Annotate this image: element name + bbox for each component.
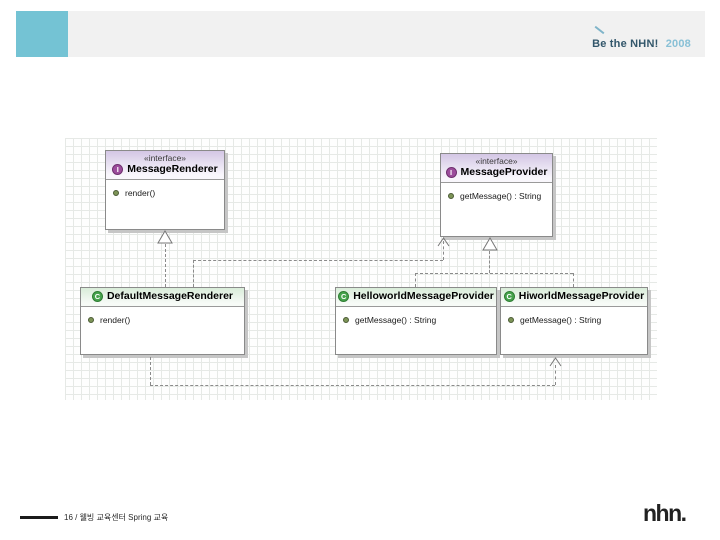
realization-providers-line (489, 251, 490, 273)
class-icon: C (338, 291, 350, 302)
banner-accent-square (16, 11, 68, 57)
realization-default-to-renderer-line (165, 244, 166, 287)
stereotype-label: «interface» (475, 156, 518, 166)
method-visibility-icon (88, 317, 94, 323)
uml-interface-message-provider: «interface» I MessageProvider getMessage… (440, 153, 553, 237)
interface-name: MessageProvider (460, 166, 548, 178)
footer-rule (20, 516, 58, 519)
interface-icon: I (445, 167, 457, 178)
class-icon: C (503, 291, 515, 302)
uml-interface-message-renderer: «interface» I MessageRenderer render() (105, 150, 225, 230)
interface-name: MessageRenderer (127, 163, 218, 175)
class-name: HiworldMessageProvider (518, 290, 645, 302)
footer-page-info: 16 / 웰빙 교육센터 Spring 교육 (64, 513, 169, 522)
uml-class-helloworld-message-provider: C HelloworldMessageProvider getMessage()… (335, 287, 497, 355)
dependency-default-to-provider-line (193, 260, 443, 261)
method-visibility-icon (113, 190, 119, 196)
uml-header: C DefaultMessageRenderer (81, 288, 244, 307)
dependency-default-to-provider-line (443, 241, 444, 260)
method-visibility-icon (448, 193, 454, 199)
uml-class-diagram: «interface» I MessageRenderer render() «… (65, 138, 657, 400)
dependency-default-to-hiworld-line (555, 365, 556, 385)
method-visibility-icon (343, 317, 349, 323)
brand-text: Be the NHN! (592, 38, 659, 50)
method-visibility-icon (508, 317, 514, 323)
realization-triangle-icon (482, 237, 498, 251)
brand-tick-icon (594, 25, 605, 35)
banner-band: Be the NHN! 2008 (68, 11, 705, 57)
method-label: getMessage() : String (355, 315, 437, 325)
dependency-default-to-provider-line (193, 260, 194, 287)
method-label: render() (125, 188, 156, 198)
uml-class-hiworld-message-provider: C HiworldMessageProvider getMessage() : … (500, 287, 648, 355)
nhn-logo: nhn. (643, 500, 687, 526)
realization-hiworld-line (573, 273, 574, 287)
dependency-arrow-icon (437, 237, 450, 247)
class-name: DefaultMessageRenderer (106, 290, 234, 302)
interface-icon: I (112, 164, 124, 175)
uml-header: «interface» I MessageProvider (441, 154, 552, 183)
method-label: getMessage() : String (520, 315, 602, 325)
method-label: render() (100, 315, 131, 325)
dependency-arrow-icon (549, 357, 562, 367)
stereotype-label: «interface» (143, 153, 187, 163)
brand-year: 2008 (665, 38, 691, 50)
method-label: getMessage() : String (460, 191, 542, 201)
dependency-default-to-hiworld-line (150, 357, 151, 385)
class-name: HelloworldMessageProvider (353, 290, 494, 302)
uml-header: «interface» I MessageRenderer (106, 151, 224, 180)
realization-helloworld-line (415, 273, 416, 287)
realization-providers-line (415, 273, 573, 274)
class-icon: C (91, 291, 103, 302)
realization-triangle-icon (157, 230, 173, 244)
uml-header: C HelloworldMessageProvider (336, 288, 496, 307)
uml-header: C HiworldMessageProvider (501, 288, 647, 307)
brand-slogan: Be the NHN! 2008 (592, 38, 691, 50)
dependency-default-to-hiworld-line (150, 385, 555, 386)
uml-class-default-message-renderer: C DefaultMessageRenderer render() (80, 287, 245, 355)
